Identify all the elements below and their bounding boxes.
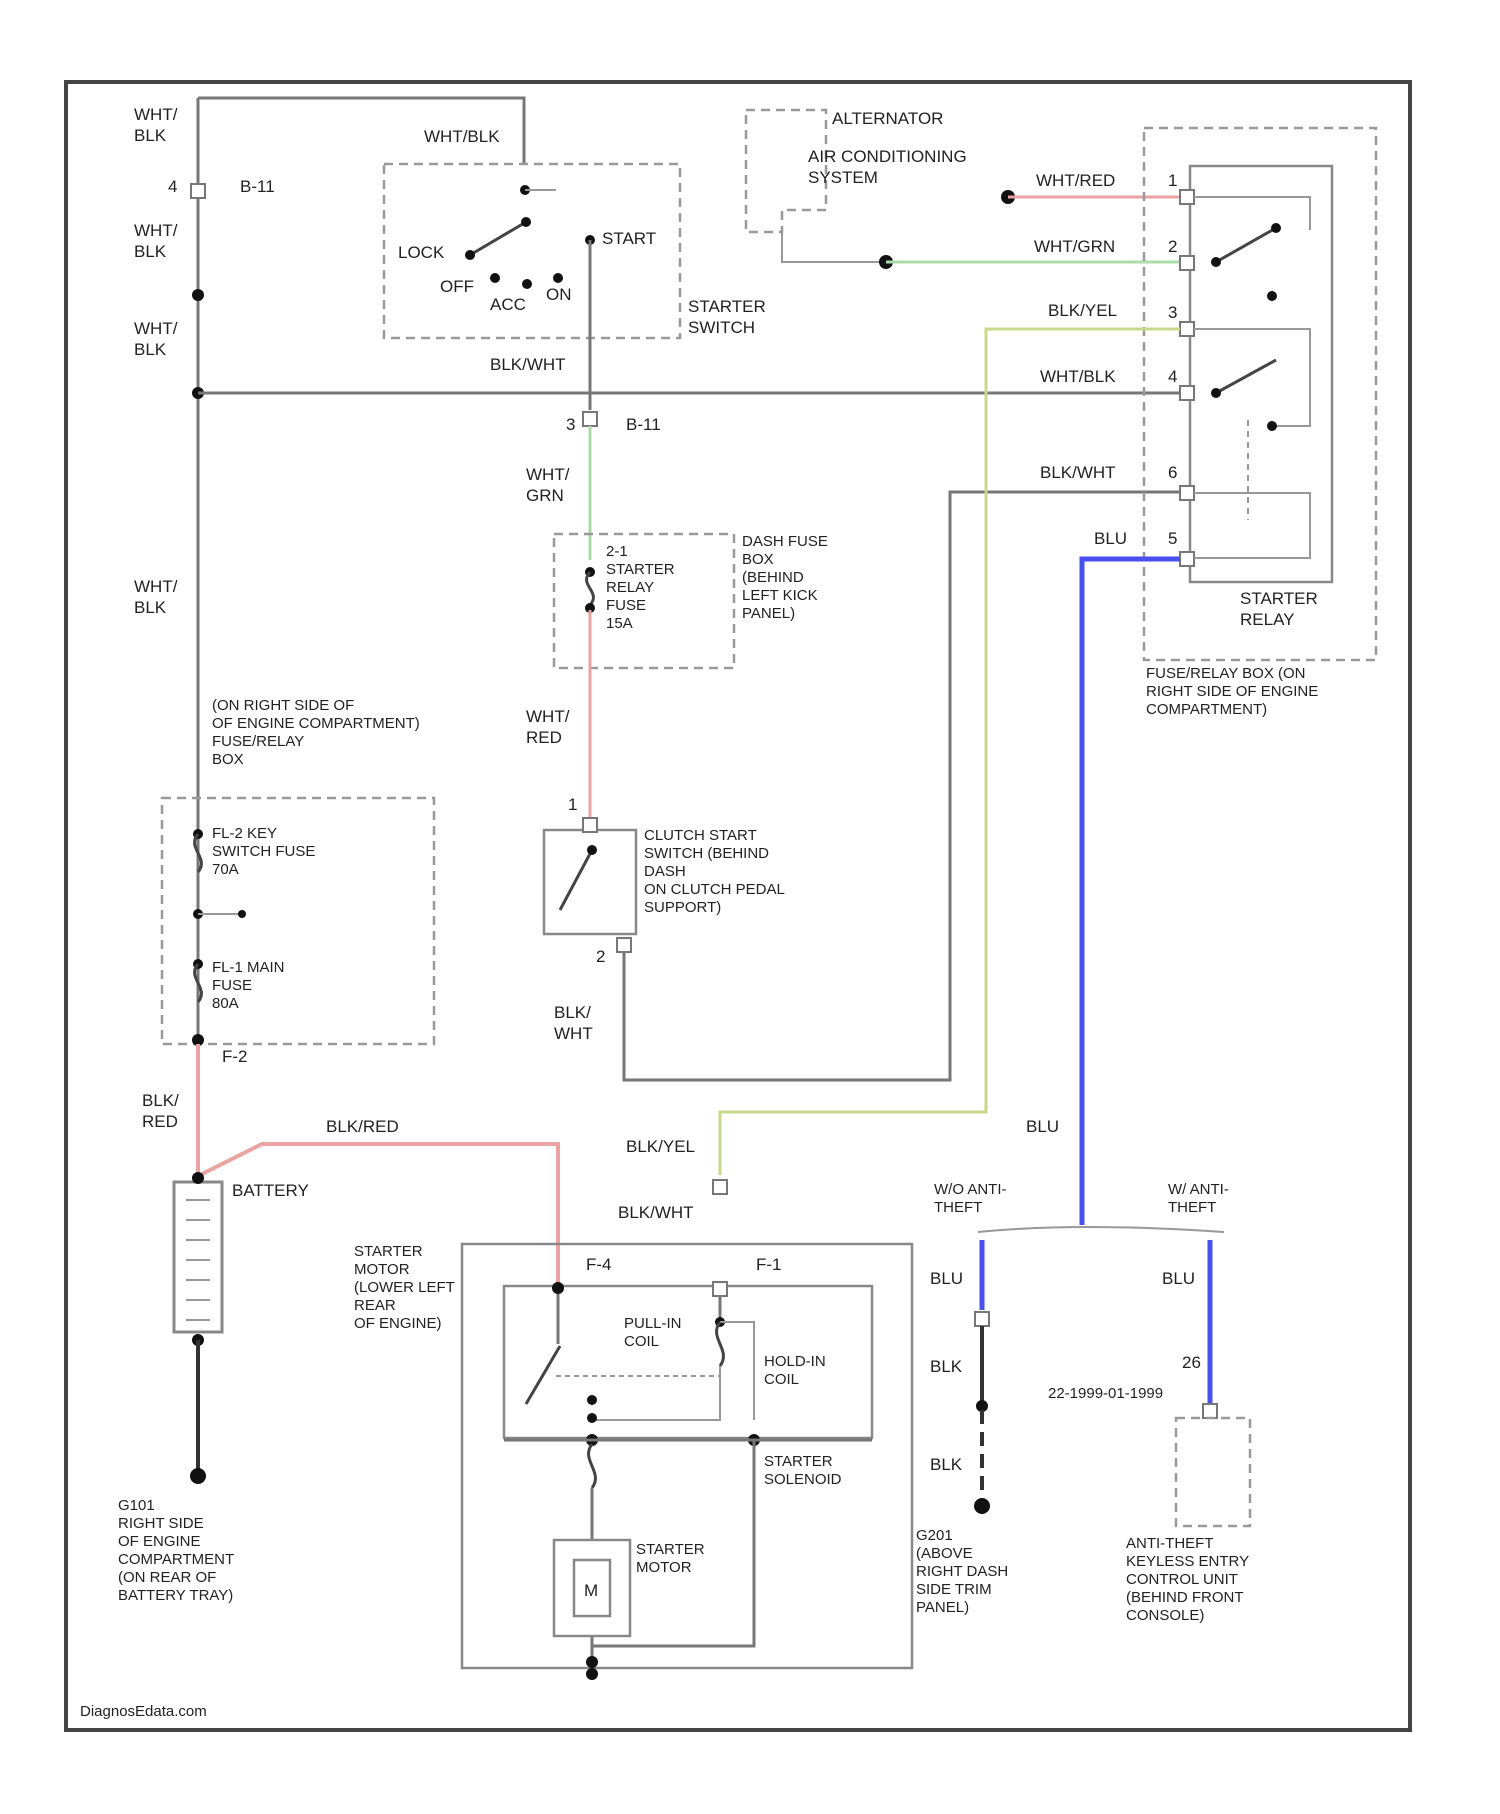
anti-theft-unit <box>1176 1404 1250 1526</box>
label-off: OFF <box>440 277 474 296</box>
label-alternator: ALTERNATOR <box>832 109 943 128</box>
label-relay-blk-wht: BLK/WHT <box>1040 463 1116 482</box>
label-b11-top: B-11 <box>240 177 275 196</box>
label-blu-left: BLU <box>930 1269 963 1288</box>
label-relay-pin4: 4 <box>1168 367 1177 386</box>
label-wo-anti-theft: W/O ANTI-THEFT <box>934 1181 1007 1216</box>
label-f4: F-4 <box>586 1255 612 1274</box>
label-blk-wht-top: BLK/WHT <box>490 355 566 374</box>
label-f1: F-1 <box>756 1255 782 1274</box>
label-cs-pin1: 1 <box>568 795 577 814</box>
label-w-anti-theft: W/ ANTI-THEFT <box>1168 1181 1229 1216</box>
label-motor-m: M <box>584 1581 598 1600</box>
label-connector-code: 22-1999-01-1999 <box>1048 1385 1163 1402</box>
label-acc: ACC <box>490 295 526 314</box>
label-lock: LOCK <box>398 243 445 262</box>
battery-symbol <box>174 1172 222 1484</box>
label-wht-red: WHT/RED <box>526 707 570 747</box>
label-pin4: 4 <box>168 177 177 196</box>
label-wht-blk-1: WHT/BLK <box>134 105 178 145</box>
engine-fuse-box <box>162 798 434 1046</box>
starter-motor-assembly <box>462 1244 912 1680</box>
label-pin26: 26 <box>1182 1353 1201 1372</box>
label-relay-blk-yel: BLK/YEL <box>1048 301 1117 320</box>
label-battery: BATTERY <box>232 1181 309 1200</box>
label-relay-pin6: 6 <box>1168 463 1177 482</box>
label-b11-bottom: B-11 <box>626 415 661 434</box>
label-ign-wht-blk: WHT/BLK <box>424 127 500 146</box>
label-relay-pin3: 3 <box>1168 303 1177 322</box>
label-blk-wht-starter: BLK/WHT <box>618 1203 694 1222</box>
label-wht-blk-3: WHT/BLK <box>134 319 178 359</box>
label-relay-wht-grn: WHT/GRN <box>1034 237 1115 256</box>
label-wht-blk-2: WHT/BLK <box>134 221 178 261</box>
watermark: DiagnosEdata.com <box>80 1703 207 1720</box>
label-f2: F-2 <box>222 1047 248 1066</box>
label-wht-grn: WHT/GRN <box>526 465 570 505</box>
label-blk-2: BLK <box>930 1455 963 1474</box>
label-relay-pin2: 2 <box>1168 237 1177 256</box>
label-relay-blu: BLU <box>1094 529 1127 548</box>
label-relay-wht-red: WHT/RED <box>1036 171 1115 190</box>
label-blk-red-h: BLK/RED <box>326 1117 399 1136</box>
label-relay-wht-blk: WHT/BLK <box>1040 367 1116 386</box>
label-relay-pin5: 5 <box>1168 529 1177 548</box>
label-relay-pin1: 1 <box>1168 171 1177 190</box>
label-blk-red-vert: BLK/RED <box>142 1091 179 1131</box>
label-blk-yel: BLK/YEL <box>626 1137 695 1156</box>
label-blk-wht-clutch: BLK/WHT <box>554 1003 593 1043</box>
label-pin3: 3 <box>566 415 575 434</box>
label-blu-right: BLU <box>1162 1269 1195 1288</box>
label-blk-1: BLK <box>930 1357 963 1376</box>
left-trunk <box>191 98 524 1170</box>
label-start: START <box>602 229 656 248</box>
g201-chain <box>974 1312 990 1514</box>
label-cs-pin2: 2 <box>596 947 605 966</box>
label-on: ON <box>546 285 572 304</box>
wire-blu-relay <box>1082 559 1180 1225</box>
label-blu-mid: BLU <box>1026 1117 1059 1136</box>
label-wht-blk-4: WHT/BLK <box>134 577 178 617</box>
